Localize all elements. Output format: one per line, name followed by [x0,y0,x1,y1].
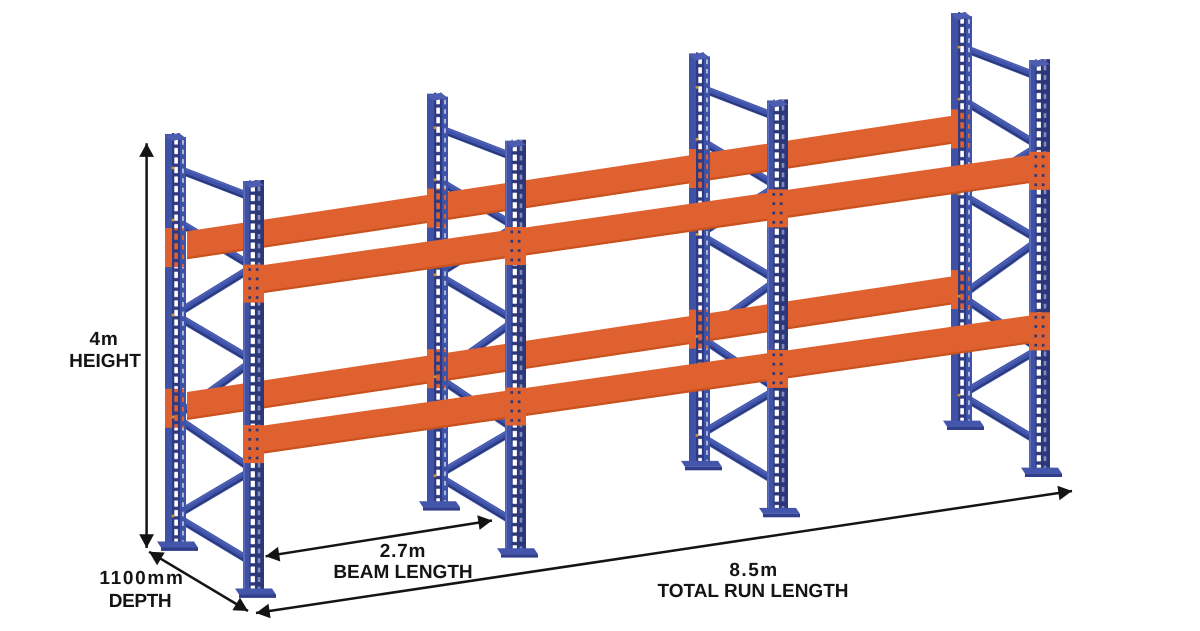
svg-text:DEPTH: DEPTH [109,591,171,612]
svg-text:BEAM LENGTH: BEAM LENGTH [333,562,472,583]
svg-text:8.5m: 8.5m [729,560,778,581]
svg-text:TOTAL RUN LENGTH: TOTAL RUN LENGTH [657,581,848,602]
svg-text:1100mm: 1100mm [99,568,184,589]
svg-text:2.7m: 2.7m [380,541,427,562]
svg-text:4m: 4m [89,329,118,350]
svg-text:HEIGHT: HEIGHT [69,351,141,372]
